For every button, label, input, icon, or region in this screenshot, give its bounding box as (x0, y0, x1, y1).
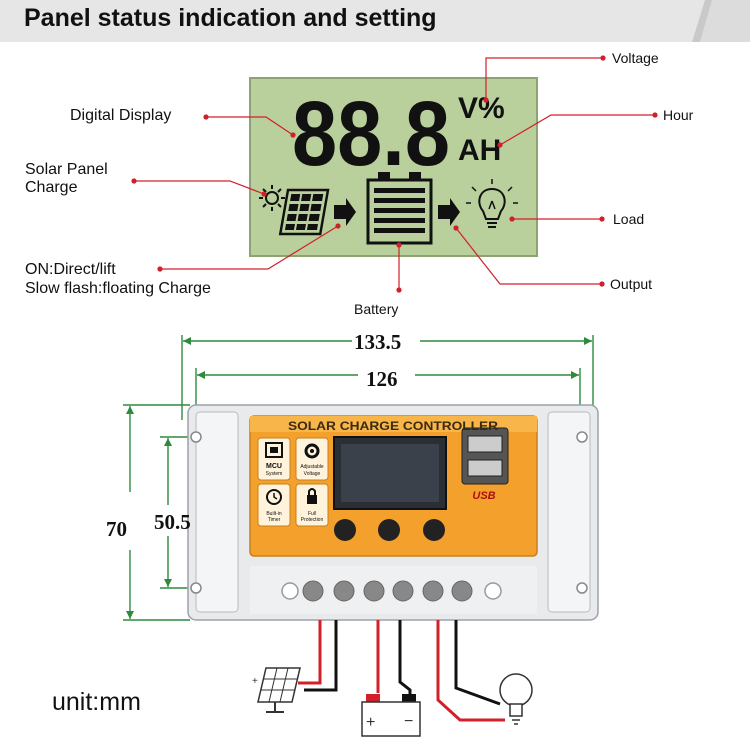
dim-outer-height: 70 (106, 517, 127, 541)
controller-title: SOLAR CHARGE CONTROLLER (288, 419, 498, 433)
label-load: Load (613, 211, 645, 227)
label-solar-panel: Solar Panel (25, 161, 108, 178)
label-battery: Battery (354, 301, 399, 317)
chip-icon (265, 442, 283, 458)
svg-text:−: − (404, 713, 413, 730)
label-on-direct: ON:Direct/lift (25, 261, 116, 278)
clock-icon (266, 489, 282, 505)
label-solar-charge: Charge (25, 179, 78, 196)
mcu-label: MCU (266, 463, 282, 470)
solar-panel-icon: + (252, 667, 301, 713)
header-banner (0, 0, 750, 42)
label-digital-display: Digital Display (70, 107, 172, 124)
timer-sub2: Timer (268, 517, 281, 523)
controller-body (187, 404, 599, 621)
up-button (378, 519, 400, 541)
lcd-unit-bottom: AH (458, 134, 501, 167)
label-output: Output (610, 276, 653, 292)
svg-text:+: + (366, 714, 375, 731)
label-slow-flash: Slow flash:floating Charge (25, 280, 211, 297)
page-title: Panel status indication and setting (24, 4, 437, 32)
menu-button (334, 519, 356, 541)
usb-label: USB (472, 490, 495, 502)
dim-inner-width: 126 (366, 367, 398, 391)
lcd-unit-top: V% (458, 92, 505, 125)
timer-sub1: Built-in (266, 511, 282, 517)
mcu-sub: System (266, 471, 283, 477)
svg-text:+: + (252, 676, 258, 687)
unit-label: unit:mm (52, 688, 141, 716)
solar-panel-icon (278, 188, 330, 236)
protect-sub1: Full (308, 511, 316, 517)
adjust-sub1: Adjustable (300, 464, 324, 470)
controller-diagram: SOLAR CHARGE CONTROLLER MCU System Adjus… (123, 335, 599, 737)
light-bulb-icon (499, 673, 533, 725)
dim-outer-width: 133.5 (354, 330, 402, 354)
label-voltage: Voltage (612, 50, 659, 66)
sun-icon (259, 185, 285, 211)
lock-icon (307, 488, 317, 504)
adjust-sub2: Voltage (304, 471, 321, 477)
protect-sub2: Protection (301, 517, 324, 523)
light-bulb-icon (466, 179, 518, 228)
gear-icon (304, 443, 320, 459)
down-button (423, 519, 445, 541)
battery-icon: + − (361, 694, 421, 737)
arrow-right-icon (438, 198, 460, 226)
dim-inner-height: 50.5 (154, 510, 191, 534)
arrow-right-icon (334, 198, 356, 226)
lcd-diagram: 88.8 V% AH (131, 55, 658, 293)
label-hour: Hour (663, 107, 694, 123)
lcd-digits: 88.8 (292, 83, 450, 185)
